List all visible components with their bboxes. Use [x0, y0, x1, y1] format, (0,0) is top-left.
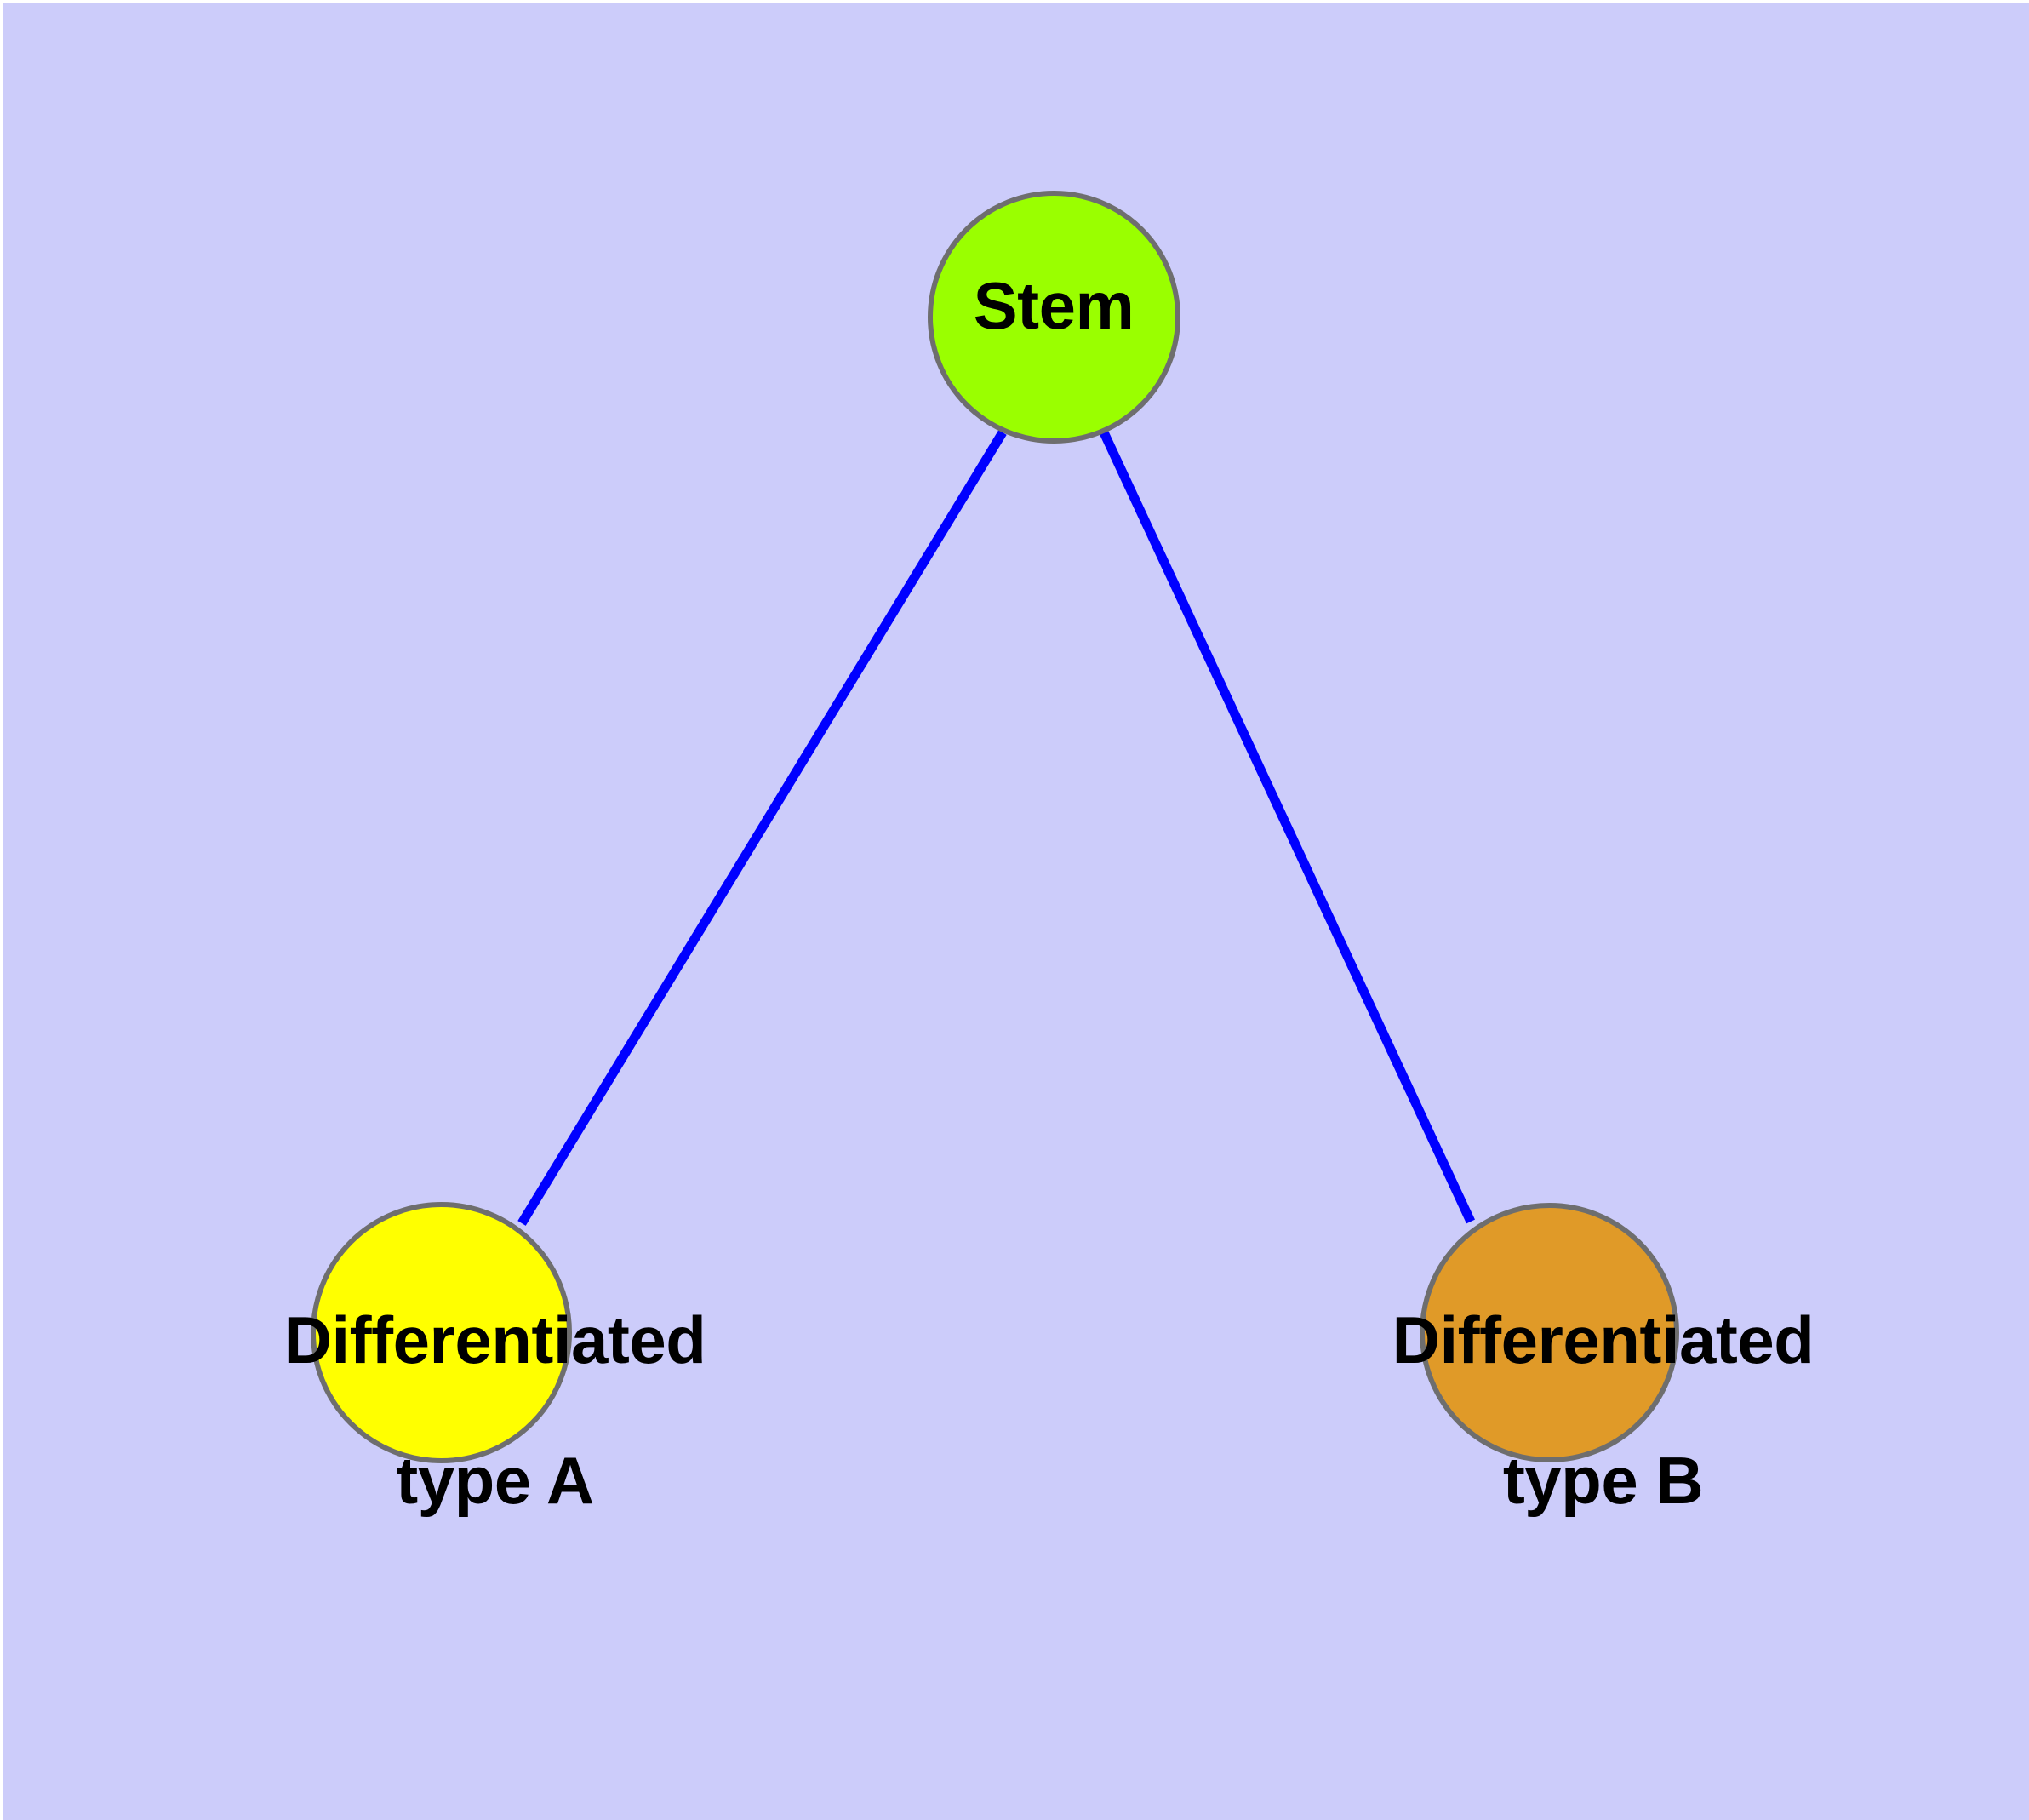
node-differentiated-type-a[interactable]	[311, 1202, 572, 1463]
edge-stem-to-diff-a	[517, 430, 1007, 1226]
node-differentiated-type-b[interactable]	[1420, 1203, 1679, 1462]
node-stem[interactable]	[928, 191, 1180, 444]
edge-stem-to-diff-b	[1100, 430, 1475, 1224]
